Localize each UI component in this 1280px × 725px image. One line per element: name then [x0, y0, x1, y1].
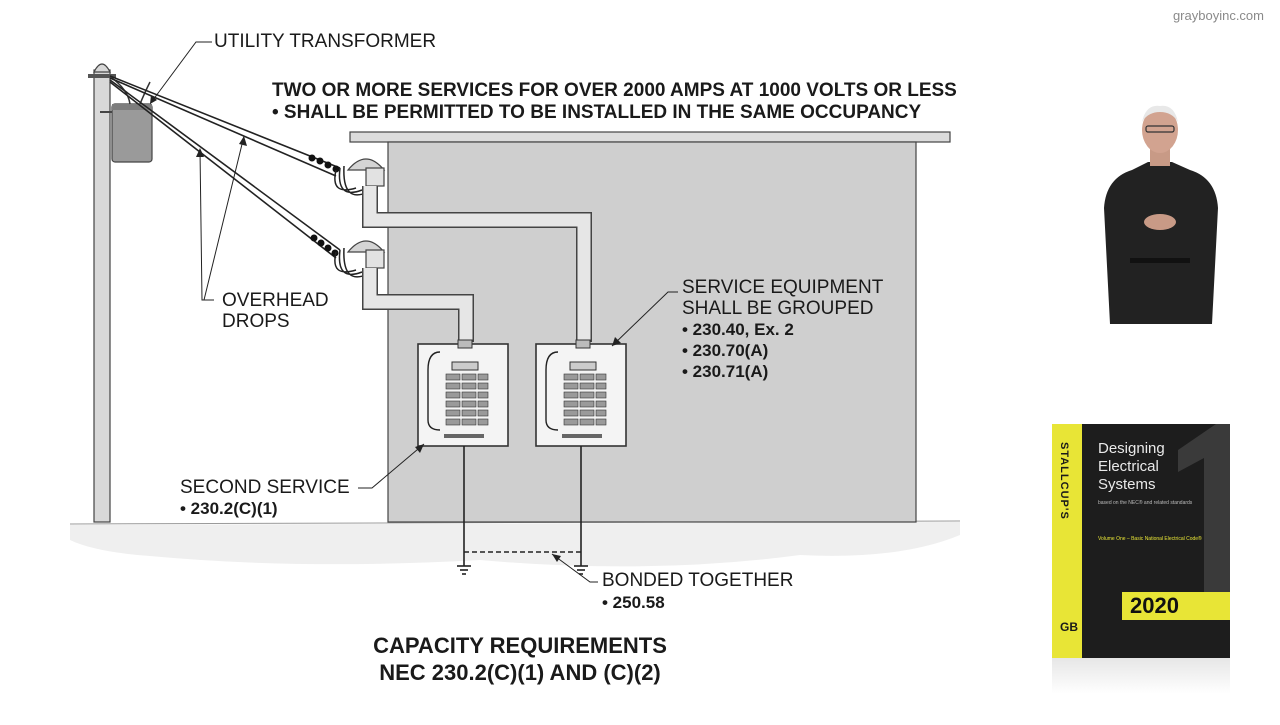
book-logo: GB — [1060, 620, 1078, 634]
ref-230-70: • 230.70(A) — [682, 341, 769, 360]
label-utility-transformer: UTILITY TRANSFORMER — [214, 31, 437, 52]
overhead-drop-1b — [109, 77, 337, 177]
ref-230-71: • 230.71(A) — [682, 362, 769, 381]
presenter-hands — [1144, 214, 1176, 230]
conduit-1 — [363, 186, 591, 342]
book-spine-text: STALLCUP'S — [1058, 442, 1070, 520]
building-wall — [387, 141, 917, 523]
conduit-2 — [363, 268, 473, 342]
leader-lines — [149, 41, 678, 583]
pole-top — [93, 63, 111, 73]
book-reflection — [1052, 658, 1230, 694]
presenter-belt — [1130, 258, 1190, 263]
book-year: 2020 — [1122, 592, 1230, 620]
watermark: grayboyinc.com — [1172, 8, 1264, 23]
label-shall-be-grouped: SHALL BE GROUPED — [682, 298, 874, 319]
book-spine — [1052, 424, 1082, 658]
diagram-caption: CAPACITY REQUIREMENTS NEC 230.2(C)(1) AN… — [340, 632, 700, 686]
overhead-drop-2b — [109, 81, 337, 259]
ref-230-40: • 230.40, Ex. 2 — [682, 320, 794, 339]
book-volume-numeral-icon — [1178, 424, 1230, 592]
label-second-service: SECOND SERVICE — [180, 477, 350, 498]
service-panel-2 — [535, 339, 627, 447]
crossarm-bracket — [88, 74, 116, 78]
leader-arrows — [150, 95, 621, 562]
book-volume: Volume One – Basic National Electrical C… — [1098, 536, 1202, 542]
caption-line-2: NEC 230.2(C)(1) AND (C)(2) — [379, 660, 661, 685]
weatherhead-1 — [346, 158, 386, 187]
drop-insulators-1 — [308, 154, 340, 173]
utility-pole — [93, 69, 111, 523]
presenter-head — [1142, 107, 1178, 153]
ref-250-58: • 250.58 — [602, 593, 665, 612]
label-drops: DROPS — [222, 311, 290, 332]
heading-line-2: • SHALL BE PERMITTED TO BE INSTALLED IN … — [272, 102, 922, 123]
drop-insulators-2 — [310, 234, 339, 257]
overhead-drop-1a — [109, 75, 341, 169]
book-title-line-1: Designing — [1098, 440, 1165, 457]
ground-symbol-1 — [457, 565, 471, 575]
presenter-hair — [1142, 105, 1178, 122]
label-bonded-together: BONDED TOGETHER — [602, 570, 794, 591]
service-panel-1 — [417, 339, 509, 447]
ground-symbol-2 — [574, 565, 588, 575]
book-title-line-2: Electrical — [1098, 458, 1159, 475]
utility-transformer — [111, 103, 153, 163]
overhead-drop-2a — [109, 79, 341, 251]
heading-line-1: TWO OR MORE SERVICES FOR OVER 2000 AMPS … — [272, 80, 957, 101]
roof-overhang — [349, 131, 951, 143]
ground-surface — [70, 522, 960, 567]
weatherhead-2 — [346, 240, 386, 269]
diagram-heading: TWO OR MORE SERVICES FOR OVER 2000 AMPS … — [272, 80, 957, 124]
book-subtitle: based on the NEC® and related standards — [1098, 500, 1193, 506]
ref-230-2: • 230.2(C)(1) — [180, 499, 278, 518]
presenter-video — [1104, 105, 1218, 324]
book-title-line-3: Systems — [1098, 476, 1156, 493]
presenter-neck — [1150, 148, 1170, 166]
presenter-glasses — [1145, 125, 1175, 133]
book-cover: STALLCUP'S GB Designing Electrical Syste… — [1052, 424, 1230, 658]
label-service-equipment: SERVICE EQUIPMENT — [682, 277, 884, 298]
presenter-body — [1104, 162, 1218, 324]
label-overhead: OVERHEAD — [222, 290, 329, 311]
transformer-lid — [112, 104, 152, 110]
caption-line-1: CAPACITY REQUIREMENTS — [373, 633, 667, 658]
book-title: Designing Electrical Systems — [1098, 440, 1165, 494]
